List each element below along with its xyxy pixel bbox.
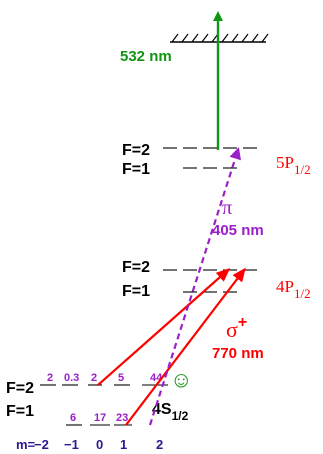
pop-f2-m-2: 2: [47, 372, 53, 384]
pop-f1-m-1: 6: [70, 412, 76, 424]
m-value-minus2: −2: [34, 437, 49, 452]
m-value-0: 0: [96, 437, 103, 452]
pop-f1-m0: 17: [94, 412, 106, 424]
5p-f1-label: F=1: [122, 161, 150, 178]
m-value-2: 2: [156, 437, 163, 452]
pi-wavelength: 405 nm: [212, 222, 264, 239]
4s-f2-label: F=2: [6, 380, 34, 397]
4s-f1-label: F=1: [6, 403, 34, 420]
5p-f2-label: F=2: [122, 142, 150, 159]
pi-label: π: [222, 197, 232, 219]
pop-f1-m1: 23: [116, 412, 128, 424]
smiley-icon: ☺: [170, 367, 192, 392]
4p-f2-label: F=2: [122, 259, 150, 276]
pop-f2-m-1: 0.3: [64, 372, 79, 384]
m-axis-prefix: m=: [16, 437, 36, 452]
4p-state-label: 4P1/2: [276, 277, 311, 301]
5p-state-label: 5P1/2: [276, 153, 311, 177]
hatch-marks: [171, 33, 269, 43]
pop-f2-m0: 2: [91, 372, 97, 384]
m-axis: m= −2 −1 0 1 2: [16, 437, 163, 452]
m-value-minus1: −1: [64, 437, 79, 452]
sigma-label: σ+: [226, 314, 247, 342]
manifold-4s: F=2 F=1 4S1/2: [6, 380, 189, 426]
sigma-plus-arrows: [97, 267, 246, 426]
pop-f2-m1: 5: [118, 372, 124, 384]
sigma-arrow-upper: [97, 268, 231, 386]
pi-dashed-arrow: [148, 147, 241, 426]
manifold-4p: F=2 F=1 4P1/2: [122, 259, 311, 301]
4p-f1-label: F=1: [122, 283, 150, 300]
populations-f1: 6 17 23: [70, 412, 128, 424]
m-value-1: 1: [120, 437, 127, 452]
laser-532-label: 532 nm: [120, 48, 172, 65]
sigma-arrow-lower: [125, 267, 246, 426]
sigma-wavelength: 770 nm: [212, 345, 264, 362]
manifold-5p: F=2 F=1 5P1/2: [122, 142, 311, 178]
